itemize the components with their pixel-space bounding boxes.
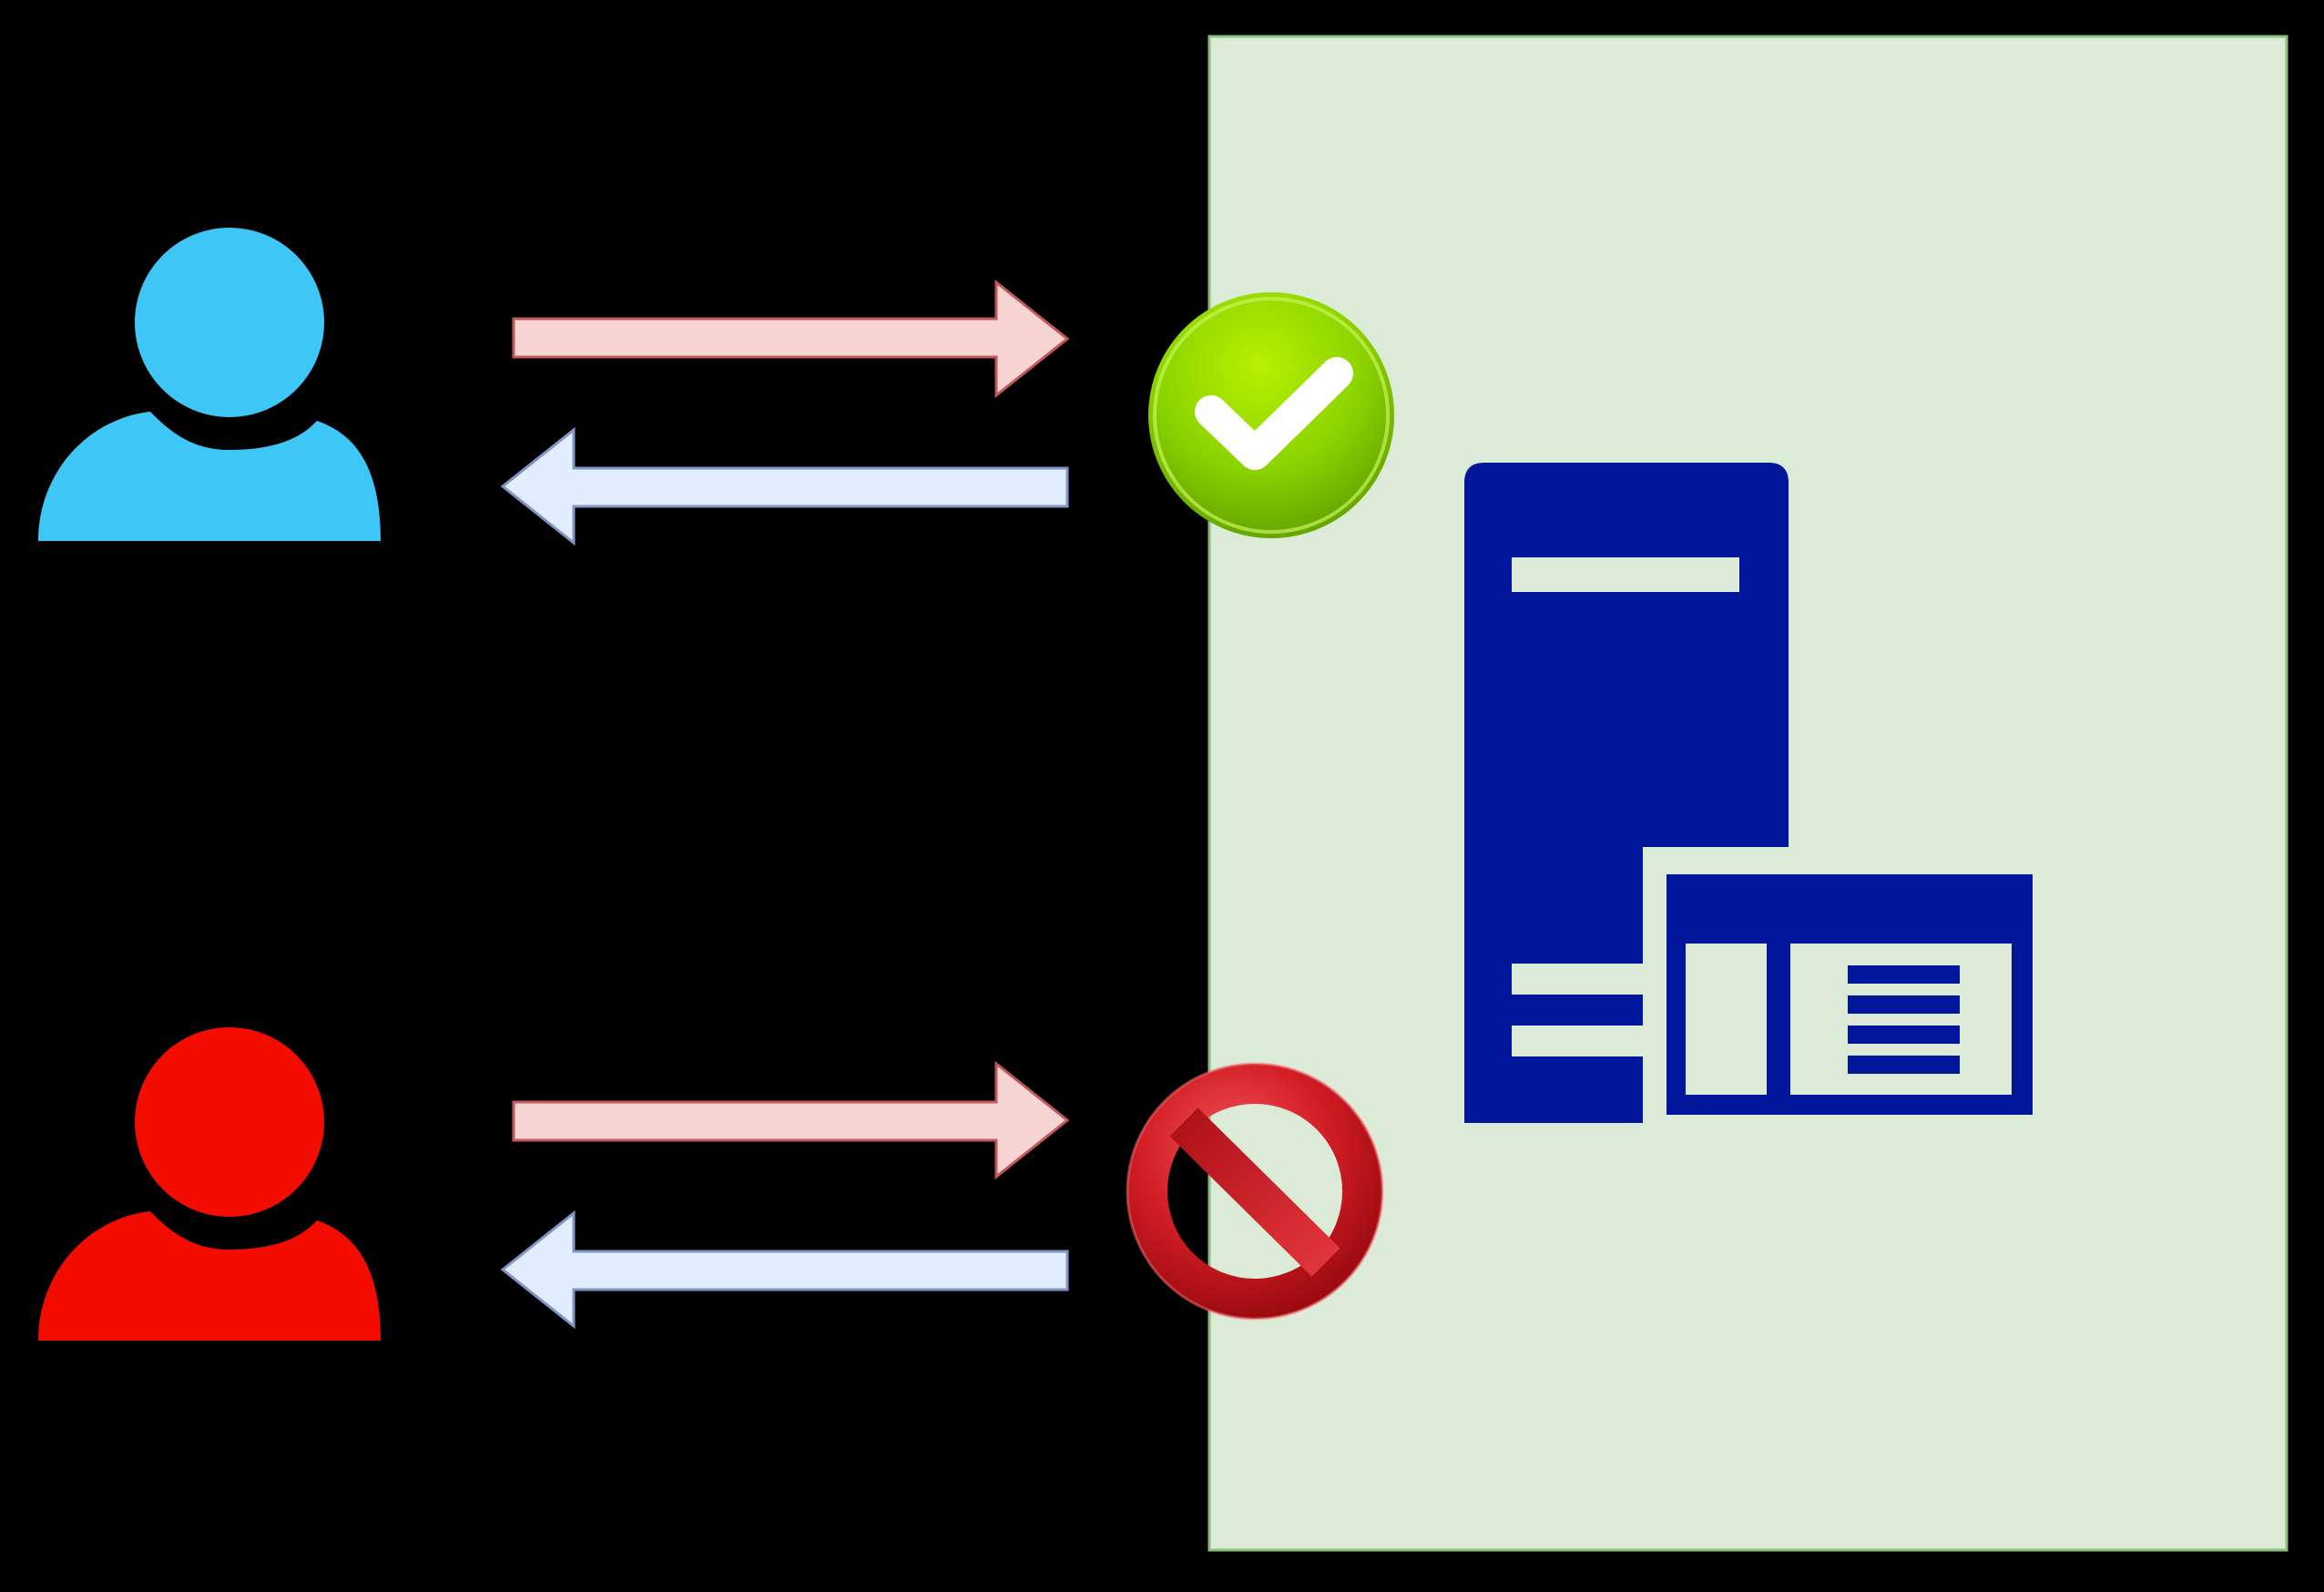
checkmark-badge-icon — [1148, 292, 1394, 538]
prohibited-sign-icon — [1126, 1062, 1384, 1321]
user-icon-allowed — [38, 228, 381, 541]
server-slot-middle — [1512, 964, 1643, 995]
checkmark-glyph — [1195, 357, 1353, 470]
user-icon-blocked — [38, 1027, 381, 1341]
server-slot-top — [1512, 557, 1739, 592]
prohibited-bar — [1169, 1107, 1340, 1277]
window-left-pane — [1686, 944, 1767, 1095]
arrow-right-icon — [512, 279, 1070, 399]
server-slot-bottom — [1512, 1026, 1643, 1056]
server-icon — [1464, 463, 1789, 1123]
arrow-right-icon — [512, 1060, 1070, 1180]
application-window-icon — [1667, 874, 2033, 1115]
arrow-left-icon — [500, 1209, 1069, 1330]
arrow-left-icon — [500, 426, 1069, 546]
